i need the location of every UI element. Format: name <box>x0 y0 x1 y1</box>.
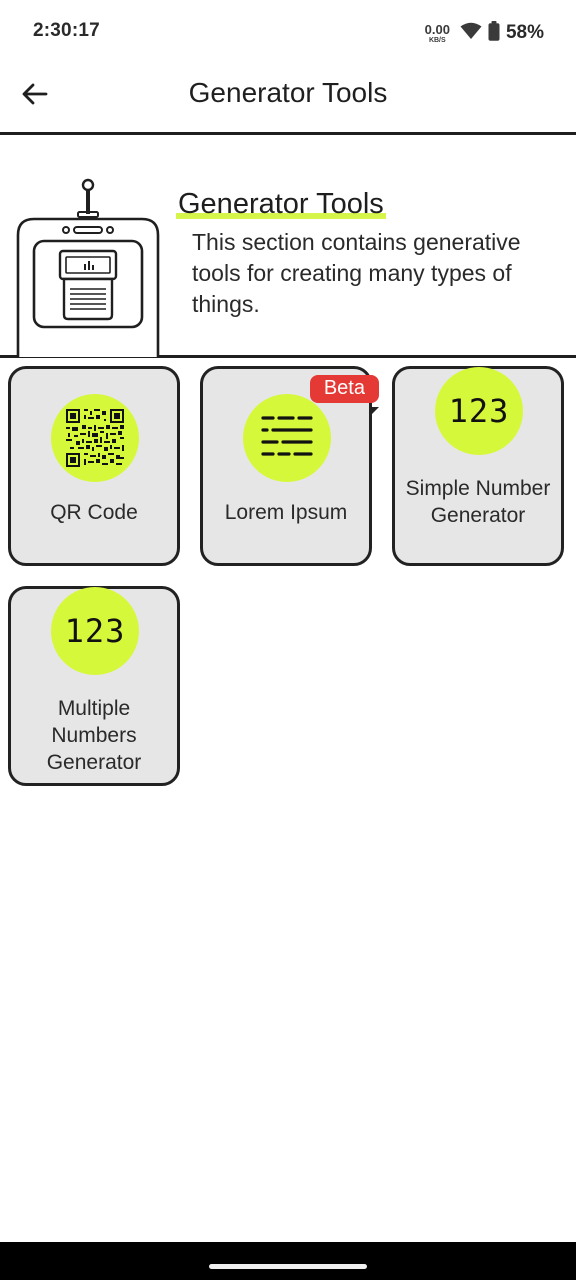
wifi-icon <box>460 22 482 45</box>
back-button[interactable] <box>14 74 54 114</box>
tool-label: Simple Number Generator <box>405 477 551 527</box>
tool-label: Lorem Ipsum <box>224 501 348 524</box>
section-title: Generator Tools <box>176 188 386 221</box>
tool-card-multiple-numbers-generator[interactable]: 123 Multiple Numbers Generator <box>8 586 180 786</box>
numbers-glyph: 123 <box>64 612 126 650</box>
tool-card-simple-number-generator[interactable]: 123 Simple Number Generator <box>392 366 564 566</box>
badge-fold <box>371 407 379 415</box>
section-header: Generator Tools This section contains ge… <box>0 135 576 358</box>
text-lines-icon <box>243 394 331 482</box>
network-speed-unit: KB/S <box>428 36 446 44</box>
system-navigation-bar <box>0 1242 576 1280</box>
page-title: Generator Tools <box>188 77 388 108</box>
home-indicator[interactable] <box>209 1264 367 1269</box>
numbers-icon: 123 <box>435 367 523 455</box>
app-bar: Generator Tools <box>0 64 576 135</box>
status-icons: 0.00 KB/S 58% <box>425 20 544 46</box>
status-bar: 2:30:17 0.00 KB/S 58% <box>0 0 576 64</box>
arrow-left-icon <box>22 83 48 105</box>
tool-label: Multiple Numbers Generator <box>46 697 142 774</box>
network-speed: 0.00 KB/S <box>425 23 450 44</box>
tool-card-qr-code[interactable]: QR Code <box>8 366 180 566</box>
robot-device-icon <box>16 177 162 362</box>
network-speed-value: 0.00 <box>424 21 450 37</box>
qr-code-icon <box>51 394 139 482</box>
beta-badge: Beta <box>309 375 379 403</box>
numbers-glyph: 123 <box>448 392 510 430</box>
battery-icon <box>488 20 500 46</box>
numbers-icon: 123 <box>51 587 139 675</box>
tool-label: QR Code <box>50 501 138 524</box>
battery-percentage: 58% <box>505 22 544 43</box>
tool-card-lorem-ipsum[interactable]: Lorem Ipsum Beta <box>200 366 379 566</box>
section-description: This section contains generative tools f… <box>192 229 521 317</box>
status-time: 2:30:17 <box>33 20 100 41</box>
